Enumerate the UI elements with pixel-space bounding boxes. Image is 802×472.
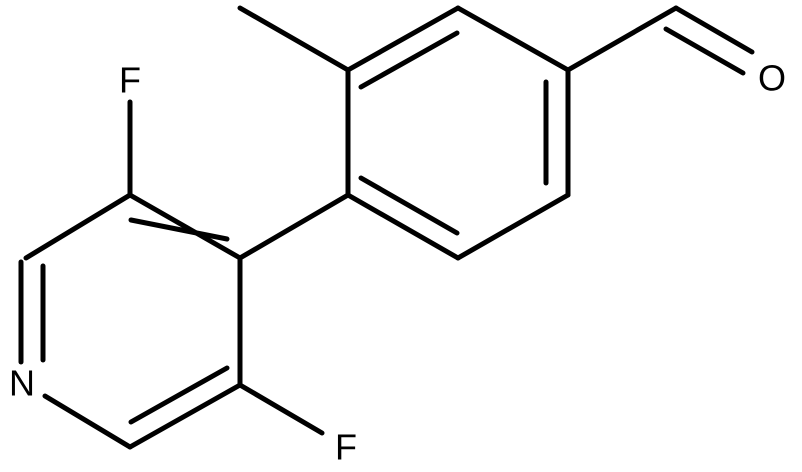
bond-ring-c2-c3 <box>455 5 571 73</box>
benzene-ring <box>345 5 571 261</box>
bond-aldehyde-c-c <box>565 5 679 73</box>
bond-ring-c5-c6 <box>345 192 461 261</box>
bond-pyr-c4-c3-inner <box>128 217 230 242</box>
bond-ring-c4-c5 <box>455 192 571 261</box>
atom-label-nitrogen: N <box>9 363 35 404</box>
bond-ring-c5-c6-inner <box>358 175 460 236</box>
atom-label-fluorine-top: F <box>119 60 141 101</box>
bond-aldehyde-c-o-inner <box>663 26 746 76</box>
bond-ring-c1-c2 <box>345 5 461 73</box>
aldehyde-group <box>565 5 755 76</box>
pyridine-ring <box>18 192 243 450</box>
bond-methyl <box>237 5 351 73</box>
bond-ring-c1-c2-inner <box>358 30 460 90</box>
atom-label-oxygen: O <box>758 58 786 99</box>
bond-pyr-c4-c3 <box>127 192 243 261</box>
bond-pyr-c6-c5 <box>127 382 243 450</box>
atom-label-fluorine-bottom: F <box>335 427 357 468</box>
bond-biaryl <box>237 192 351 261</box>
bond-pyr-c3-c2 <box>23 192 133 261</box>
bond-pyr-n-c6 <box>42 393 133 450</box>
bond-aldehyde-c-o <box>673 5 755 55</box>
bond-pyr-c6-c5-inner <box>128 365 230 425</box>
bond-c-f-bottom <box>237 382 325 436</box>
